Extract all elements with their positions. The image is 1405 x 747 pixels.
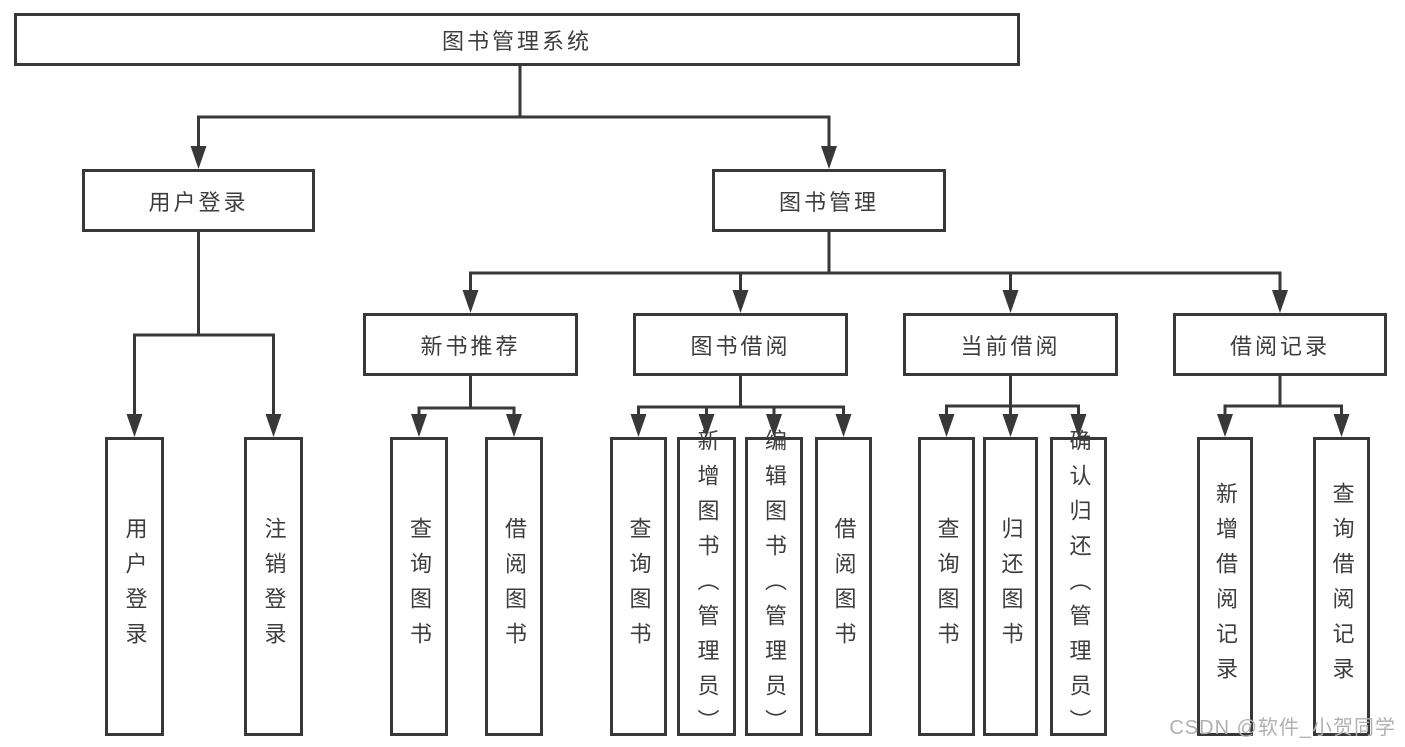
- node-book-management-module: 图书管理: [712, 169, 946, 232]
- node-current-borrowing: 当前借阅: [903, 313, 1118, 376]
- node-new-book-recommend: 新书推荐: [363, 313, 578, 376]
- node-leaf-add-books-admin: 新增图书（管理员）: [677, 429, 736, 744]
- node-leaf-logout: 注销登录: [244, 437, 303, 736]
- node-leaf-user-login: 用户登录: [105, 437, 164, 736]
- node-leaf-borrow-books-recommend: 借阅图书: [485, 437, 543, 736]
- node-leaf-confirm-return-admin: 确认归还（管理员）: [1050, 429, 1107, 744]
- node-user-login-module: 用户登录: [82, 169, 315, 232]
- node-leaf-return-books: 归还图书: [983, 437, 1038, 736]
- arrowheads: [126, 146, 1350, 437]
- watermark-text: CSDN @软件_小贺同学: [1169, 717, 1396, 739]
- node-leaf-query-books-current: 查询图书: [918, 437, 975, 736]
- node-leaf-edit-books-admin: 编辑图书（管理员）: [745, 429, 803, 744]
- tree-edges: [133, 65, 1343, 416]
- node-leaf-query-books-borrowing: 查询图书: [610, 437, 667, 736]
- node-borrowing-records: 借阅记录: [1173, 313, 1387, 376]
- node-leaf-borrow-books: 借阅图书: [815, 437, 872, 736]
- node-book-borrowing: 图书借阅: [633, 313, 848, 376]
- node-leaf-query-books-recommend: 查询图书: [390, 437, 448, 736]
- node-leaf-query-borrow-record: 查询借阅记录: [1313, 437, 1370, 736]
- node-library-management-system: 图书管理系统: [14, 13, 1020, 66]
- node-leaf-add-borrow-record: 新增借阅记录: [1197, 437, 1253, 736]
